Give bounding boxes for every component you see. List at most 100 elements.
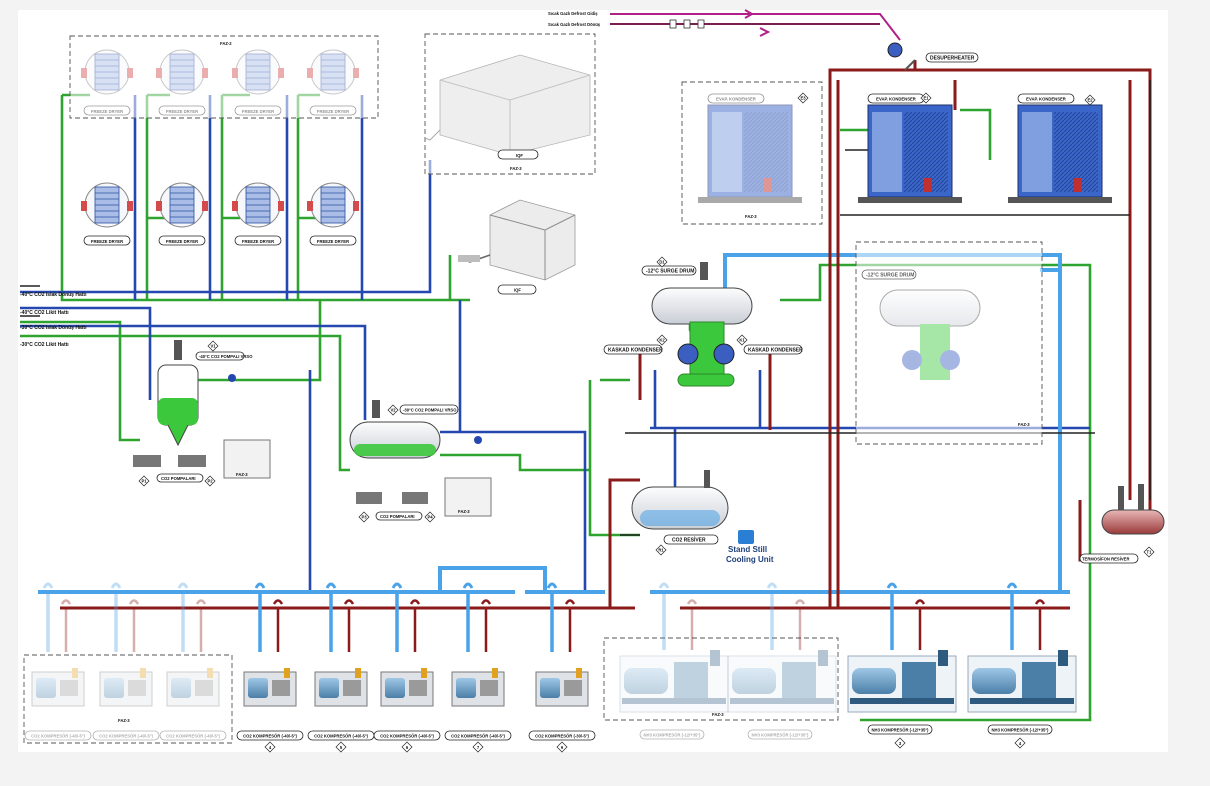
iqf-label-mid-pill <box>497 284 537 295</box>
co2-compressor-pill <box>444 730 512 741</box>
co2-compressor: CO2 KOMPRESÖR (-40/-5°) <box>159 582 227 741</box>
surge-drum-ghost-label: -12°C SURGE DRUM <box>866 273 914 279</box>
co2-receiver-label: CO2 RESİVER <box>672 537 706 544</box>
freeze-dryer-label: FREEZE DRYER <box>242 239 274 244</box>
surge-drum-label: -12°C SURGE DRUM <box>646 269 694 275</box>
cascade-left-pill <box>603 344 663 355</box>
freeze-dryer-unit: FREEZE DRYER <box>307 182 359 246</box>
evap-condenser-unit: EVAP. KONDENSER <box>1008 93 1112 203</box>
freeze-dryer-unit: FREEZE DRYER <box>232 49 284 116</box>
nh3-compressor-pill <box>639 729 705 740</box>
desuperheater-pill <box>925 52 979 63</box>
tag-diamond: R1 <box>655 544 667 556</box>
nh3-compressor-tag: 4 <box>1019 741 1022 746</box>
freeze-dryer-unit: FREEZE DRYER <box>81 182 133 246</box>
pumps-b: FAZ-3 <box>356 477 492 517</box>
freeze-dryer-label: FREEZE DRYER <box>242 109 274 114</box>
tag-diamond-text: K2 <box>659 338 665 343</box>
freeze-dryer-pill <box>234 105 282 116</box>
co2-compressor-group: CO2 KOMPRESÖR (-40/-5°) CO2 KOMPRESÖR (-4… <box>24 582 596 753</box>
vessel-40-pill <box>195 351 245 361</box>
surge-drum-pill <box>641 265 697 276</box>
co2-compressor-tag: 6 <box>406 745 409 750</box>
surge-drum-ghost-pill <box>861 269 917 280</box>
thermo-pill <box>1079 553 1139 564</box>
faz3-comp-tag: FAZ-3 <box>118 718 130 723</box>
co2-compressor-pill <box>528 730 596 741</box>
tag-diamond-text: V1 <box>210 344 216 349</box>
freeze-dryer-group: FREEZE DRYER FREEZE DRYER FREEZE DRYER FREE… <box>81 49 359 246</box>
co2-receiver-pill <box>663 534 719 545</box>
tag-diamond: P2 <box>204 475 216 487</box>
tag-diamond: E1 <box>920 92 932 104</box>
evap-condenser-unit: EVAP. KONDENSER <box>858 93 962 203</box>
thermo-label: TERMOSİFON RESİVER <box>1082 557 1129 562</box>
side-line-3: -30°C CO2 Islak Dönüş Hattı <box>20 325 87 331</box>
evap-condenser-label: EVAP. KONDENSER <box>716 97 756 102</box>
nh3-compressor-tag: 3 <box>899 741 902 746</box>
co2-compressor-label: CO2 KOMPRESÖR (-40/-5°) <box>99 734 153 739</box>
tag-diamond-text: P4 <box>427 515 433 520</box>
nh3-compressor: NH3 KOMPRESÖR (-12/+35°) <box>619 582 729 740</box>
faz3-nh3-tag: FAZ-3 <box>712 712 724 717</box>
co2-compressor-label: CO2 KOMPRESÖR (-40/-5°) <box>166 734 220 739</box>
freeze-dryer-label: FREEZE DRYER <box>91 239 123 244</box>
co2-compressor-label: CO2 KOMPRESÖR (-30/-5°) <box>535 734 589 739</box>
co2-compressor: CO2 KOMPRESÖR (-40/-5°)4 <box>236 582 304 753</box>
standstill-line2: Cooling Unit <box>726 555 774 564</box>
tag-diamond: D1 <box>656 256 668 268</box>
co2-compressor-label: CO2 KOMPRESÖR (-40/-5°) <box>314 734 368 739</box>
side-line-labels: -40°C CO2 Islak Dönüş Hattı -40°C CO2 Li… <box>20 292 87 348</box>
tag-diamond-text: R1 <box>658 548 664 553</box>
desuperheater-label: DESUPERHEATER <box>930 56 975 62</box>
surge-drum <box>651 262 753 387</box>
evap-condenser-group: EVAP. KONDENSER EVAP. KONDENSER EVAP. KOND… <box>698 93 1112 203</box>
freeze-dryer-pill <box>83 105 131 116</box>
side-line-2: -40°C CO2 Likit Hattı <box>20 310 69 316</box>
defrost-lines <box>610 9 901 41</box>
side-line-1: -40°C CO2 Islak Dönüş Hattı <box>20 292 87 298</box>
pumps-a-label: CO2 POMPALARI <box>161 476 196 481</box>
pump-vessel-40 <box>157 340 236 447</box>
defrost-return-label: Sıcak Gazlı Defrost Dönüş <box>548 22 601 27</box>
side-line-4: -30°C CO2 Likit Hattı <box>20 342 69 348</box>
iqf-tunnel-mid <box>457 199 576 281</box>
co2-compressor-pill <box>373 730 441 741</box>
nh3-compressor-pill <box>987 724 1053 735</box>
evap-condenser-pill <box>707 93 765 104</box>
surge-drum-ghost <box>879 289 981 380</box>
freeze-dryer-unit: FREEZE DRYER <box>232 182 284 246</box>
evap-condenser-pill <box>1017 93 1075 104</box>
freeze-dryer-unit: FREEZE DRYER <box>81 49 133 116</box>
tag-diamond: T1 <box>1143 546 1155 558</box>
tag-diamond: V1 <box>207 340 219 352</box>
co2-compressor-tag: 4 <box>269 745 272 750</box>
co2-compressor-label: CO2 KOMPRESÖR (-40/-5°) <box>31 734 85 739</box>
co2-compressor-tag: 7 <box>477 745 480 750</box>
faz3-cond-tag: FAZ-3 <box>745 214 757 219</box>
freeze-dryer-unit: FREEZE DRYER <box>307 49 359 116</box>
co2-compressor: CO2 KOMPRESÖR (-30/-5°)9 <box>528 582 596 753</box>
iqf-label-mid: IQF <box>514 288 521 293</box>
nh3-compressor-pill <box>747 729 813 740</box>
tag-diamond-text: P3 <box>361 515 367 520</box>
evap-condenser-unit: EVAP. KONDENSER <box>698 93 802 203</box>
cascade-right-pill <box>743 344 803 355</box>
faz3-co2-compressor-area <box>23 654 233 744</box>
co2-compressor-label: CO2 KOMPRESÖR (-40/-5°) <box>380 734 434 739</box>
faz2-tag: FAZ-2 <box>220 41 232 46</box>
iqf-tunnel-top <box>424 54 591 156</box>
co2-compressor-pill <box>24 730 92 741</box>
freeze-dryer-label: FREEZE DRYER <box>317 239 349 244</box>
evap-condenser-label: EVAP. KONDENSER <box>1026 97 1066 102</box>
tag-diamond: K1 <box>736 334 748 346</box>
co2-compressor-label: CO2 KOMPRESÖR (-40/-5°) <box>451 734 505 739</box>
tag-diamond: K2 <box>656 334 668 346</box>
co2-compressor-pill <box>92 730 160 741</box>
co2-compressor: CO2 KOMPRESÖR (-40/-5°) <box>24 582 92 741</box>
freeze-dryer-label: FREEZE DRYER <box>166 239 198 244</box>
pumps-b-pill <box>375 511 423 521</box>
defrost-valve-train <box>669 19 705 29</box>
